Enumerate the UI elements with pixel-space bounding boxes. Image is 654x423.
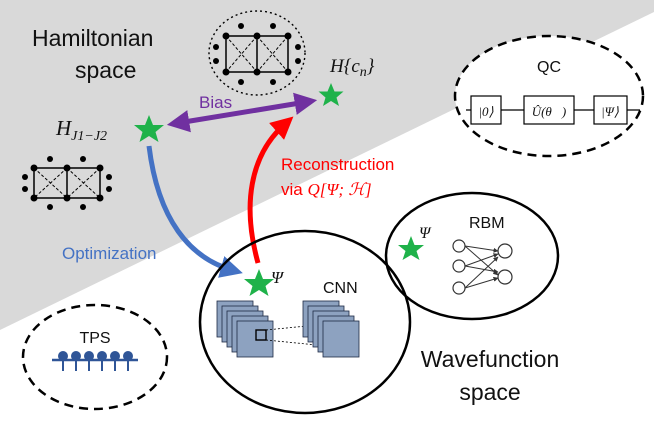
bias-arrow — [166, 92, 318, 133]
optimization-label: Optimization — [62, 244, 156, 263]
h-j1j2-main: H — [55, 116, 73, 140]
cnn-output-stack — [302, 300, 360, 358]
h-cn-close: } — [367, 56, 375, 77]
h-cn-main: H{c — [329, 56, 360, 77]
cnn-psi-label: Ψ — [271, 268, 285, 287]
wavefunction-space-title-line1: Wavefunction — [421, 346, 560, 372]
hamiltonian-space-title-line1: Hamiltonian — [32, 25, 153, 51]
lattice-reconstructed — [208, 10, 306, 96]
h-cn-label: H{cn} — [329, 56, 375, 80]
wavefunction-space-title-line2: space — [459, 379, 520, 405]
cnn-label: CNN — [323, 280, 358, 297]
qc-gate-unitary: Û(θ⃗) — [532, 104, 567, 119]
rbm-ansatz: Ψ RBM — [384, 191, 560, 321]
star-cnn-wavefunction — [244, 269, 274, 296]
reconstruction-via: via — [281, 180, 307, 199]
hamiltonian-space-title-line2: space — [75, 57, 136, 83]
cnn-kernel — [255, 329, 267, 341]
tps-label: TPS — [79, 330, 110, 347]
h-j1j2-label: HJ1−J2 — [55, 116, 107, 144]
star-j1j2-hamiltonian — [134, 115, 164, 142]
qc-gate-output: |Ψ⟩ — [601, 104, 619, 119]
star-reconstructed-hamiltonian — [318, 83, 344, 106]
optimization-arrow — [146, 145, 243, 278]
reconstruction-label-line1: Reconstruction — [281, 155, 394, 174]
cnn-input-stack — [216, 300, 274, 358]
qc-ansatz: QC |0⟩ Û(θ⃗) |Ψ⟩ — [453, 34, 645, 158]
qc-label: QC — [537, 59, 561, 76]
h-j1j2-sub: J1−J2 — [71, 129, 107, 144]
bias-label: Bias — [199, 93, 232, 112]
reconstruction-functional: Q[Ψ; ℋ] — [307, 180, 371, 199]
reconstruction-label-line2: via Q[Ψ; ℋ] — [281, 180, 372, 199]
rbm-psi-label: Ψ — [419, 225, 432, 242]
qc-gate-input: |0⟩ — [478, 104, 493, 119]
lattice-j1j2 — [22, 156, 112, 210]
cnn-ansatz: Ψ CNN — [198, 229, 412, 415]
h-cn-sub: n — [360, 65, 367, 80]
star-rbm-wavefunction — [398, 236, 424, 260]
rbm-label: RBM — [469, 215, 505, 232]
tps-ansatz: TPS — [21, 303, 169, 411]
